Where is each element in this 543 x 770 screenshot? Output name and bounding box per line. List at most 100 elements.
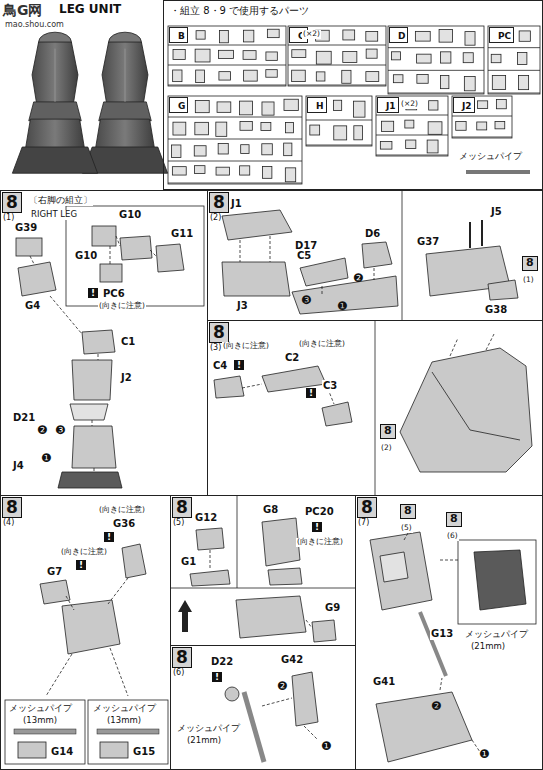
- step-substep: (5): [173, 518, 184, 528]
- step-5-sketch: [170, 495, 355, 642]
- callout-label: J1: [230, 198, 243, 210]
- caption-text: (13mm): [106, 716, 142, 726]
- callout-label: J3: [236, 300, 249, 312]
- callout-label: G10: [74, 250, 98, 262]
- step-order-number: ❷: [36, 424, 49, 438]
- callout-label: C5: [296, 250, 312, 262]
- callout-label: G10: [118, 209, 142, 221]
- step-order-number: ❶: [336, 300, 349, 314]
- callout-label: D6: [364, 228, 381, 240]
- step-order-number: ❷: [276, 680, 289, 694]
- caption-text: メッシュパイプ: [8, 704, 73, 714]
- callout-label: J5: [490, 206, 503, 218]
- caption-text: 〔右脚の組立〕: [28, 196, 93, 206]
- orientation-note: (×2): [400, 100, 419, 109]
- callout-label: G42: [280, 654, 304, 666]
- warning-mark: !: [234, 360, 244, 370]
- step-substep: (6): [173, 668, 184, 678]
- orientation-note: (向きに注意): [60, 548, 108, 557]
- runner-tag: J1: [377, 97, 399, 113]
- step-number: 8: [172, 497, 192, 518]
- step-number: 8: [357, 497, 377, 518]
- callout-label: G7: [46, 566, 63, 578]
- callout-label: C4: [212, 360, 228, 372]
- callout-label: G12: [194, 512, 218, 524]
- runner-letter: D: [398, 31, 405, 42]
- step-substep: (1): [3, 213, 14, 223]
- warning-mark: !: [212, 672, 222, 682]
- step-order-number: ❷: [352, 272, 365, 286]
- warning-mark: !: [312, 522, 322, 532]
- step-number: 8: [209, 322, 229, 343]
- step-substep: (3): [210, 343, 221, 353]
- step-order-number: ❶: [478, 748, 491, 762]
- callout-label: D21: [12, 412, 36, 424]
- runner-letter: B: [178, 31, 185, 42]
- callout-label: C1: [120, 336, 136, 348]
- step-4-sketch: [5, 544, 168, 764]
- step-substep: (4): [3, 518, 14, 528]
- runner-tag: B: [169, 27, 188, 43]
- runner-letter: J1: [386, 101, 396, 112]
- caption-text: (21mm): [470, 642, 506, 652]
- caption-text: メッシュパイプ: [464, 630, 529, 640]
- callout-label: G15: [132, 746, 156, 758]
- callout-label: G11: [170, 228, 194, 240]
- watermark: mao.shou.com: [4, 20, 65, 29]
- step-number: 8: [172, 647, 192, 668]
- callout-label: G1: [180, 556, 197, 568]
- callout-label: J4: [12, 460, 25, 472]
- runner-tag: H: [307, 97, 327, 113]
- callout-label: G9: [324, 602, 341, 614]
- orientation-note: (2): [380, 444, 393, 453]
- callout-label: G36: [112, 518, 136, 530]
- step-order-number: ❸: [54, 424, 67, 438]
- step-number: 8: [2, 192, 22, 213]
- watermark: 鳥G网: [2, 2, 44, 18]
- callout-label: G13: [430, 628, 454, 640]
- step-substep: (2): [210, 213, 221, 223]
- runner-tag: PC: [489, 27, 514, 43]
- step-order-number: ❸: [300, 294, 313, 308]
- callout-label: G38: [484, 304, 508, 316]
- caption-text: メッシュパイプ: [458, 152, 523, 162]
- runner-letter: G: [178, 101, 185, 112]
- callout-label: C2: [284, 352, 300, 364]
- step-reference: 8: [522, 256, 538, 271]
- runner-tag: D: [389, 27, 408, 43]
- callout-label: G14: [50, 746, 74, 758]
- callout-label: D22: [210, 656, 234, 668]
- orientation-note: (向きに注意): [296, 538, 344, 547]
- step-order-number: ❷: [430, 700, 443, 714]
- warning-mark: !: [104, 532, 114, 542]
- orientation-note: (1): [522, 276, 535, 285]
- warning-mark: !: [88, 288, 98, 298]
- callout-label: G39: [14, 222, 38, 234]
- step-6-sketch: [225, 672, 318, 762]
- callout-label: PC6: [102, 288, 126, 300]
- step-reference: 8: [380, 424, 396, 439]
- callout-label: G41: [372, 676, 396, 688]
- caption-text: メッシュパイプ: [176, 724, 241, 734]
- callout-label: J2: [120, 372, 133, 384]
- step-number: 8: [209, 192, 229, 213]
- orientation-note: (向きに注意): [98, 302, 146, 311]
- callout-label: C3: [322, 380, 338, 392]
- caption-text: RIGHT LEG: [30, 210, 78, 220]
- step-number: 8: [2, 497, 22, 518]
- step-reference: 8: [400, 504, 416, 519]
- panel-title: ・組立 8・9 で使用するパーツ: [170, 4, 309, 17]
- caption-text: メッシュパイプ: [92, 704, 157, 714]
- step-substep: (7): [358, 518, 369, 528]
- step-order-number: ❶: [40, 452, 53, 466]
- runner-sketches: [168, 26, 540, 184]
- callout-label: PC20: [304, 506, 335, 518]
- section-heading: LEG UNIT: [58, 3, 122, 17]
- warning-mark: !: [306, 388, 316, 398]
- step-1-sketch: [16, 206, 204, 488]
- step-3-sketch: [214, 320, 532, 495]
- step-7-sketch: [370, 526, 536, 762]
- callout-label: G37: [416, 236, 440, 248]
